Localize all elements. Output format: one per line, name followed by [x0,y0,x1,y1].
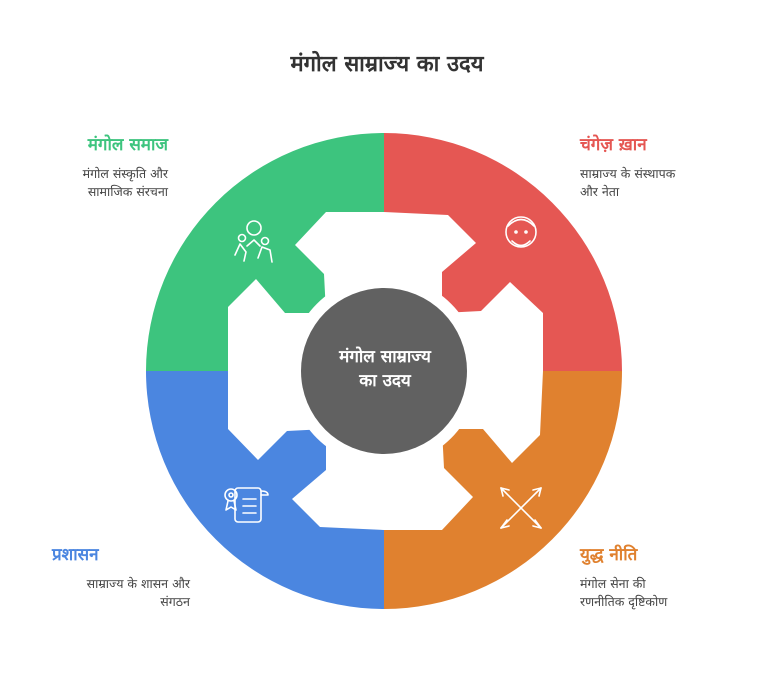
crossed-arrows-icon [500,487,542,529]
desc-line: साम्राज्य के शासन और [86,576,190,591]
desc-genghis-khan: साम्राज्य के संस्थापक और नेता [580,165,750,201]
label-war-strategy: युद्ध नीति मंगोल सेना की रणनीतिक दृष्टिक… [580,542,750,611]
desc-line: सामाजिक संरचना [87,184,168,199]
desc-line: संगठन [160,594,190,609]
desc-line: और नेता [580,184,620,199]
label-genghis-khan: चंगेज़ ख़ान साम्राज्य के संस्थापक और नेत… [580,132,750,201]
heading-mongol-society: मंगोल समाज [87,135,168,155]
desc-line: साम्राज्य के संस्थापक [580,166,676,181]
heading-genghis-khan: चंगेज़ ख़ान [580,135,647,155]
certificate-scroll-icon [224,487,269,523]
desc-war-strategy: मंगोल सेना की रणनीतिक दृष्टिकोण [580,575,750,611]
desc-administration: साम्राज्य के शासन और संगठन [20,575,190,611]
center-line-1: मंगोल साम्राज्य [339,347,431,367]
desc-line: रणनीतिक दृष्टिकोण [580,594,668,609]
leader-face-icon [505,216,537,248]
label-administration: प्रशासन साम्राज्य के शासन और संगठन [20,542,190,611]
center-label: मंगोल साम्राज्य का उदय [300,345,470,393]
desc-line: मंगोल संस्कृति और [82,166,168,181]
label-mongol-society: मंगोल समाज मंगोल संस्कृति और सामाजिक संर… [40,132,168,201]
center-circle [301,288,467,454]
desc-line: मंगोल सेना की [580,576,646,591]
heading-administration: प्रशासन [52,545,99,565]
page-title: मंगोल साम्राज्य का उदय [290,52,484,77]
center-line-2: का उदय [359,371,411,391]
desc-mongol-society: मंगोल संस्कृति और सामाजिक संरचना [40,165,168,201]
people-icon [234,220,273,263]
heading-war-strategy: युद्ध नीति [580,545,638,565]
